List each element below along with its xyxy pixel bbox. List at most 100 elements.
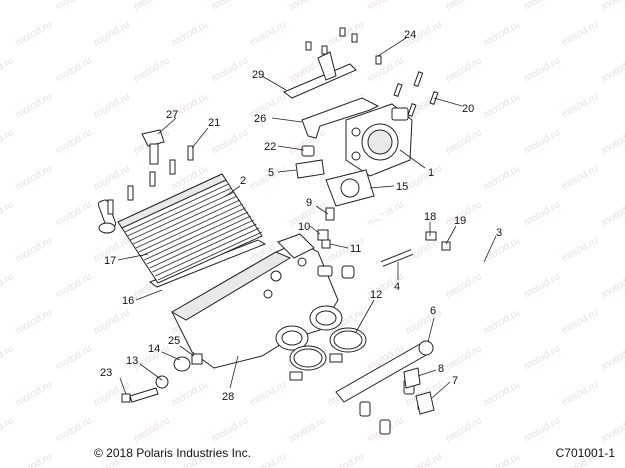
watermark-text: motod.ru (600, 343, 625, 372)
watermark-text: motod.ru (444, 55, 484, 84)
callout-3: 3 (496, 227, 502, 239)
intercooler-fin (157, 231, 263, 281)
intercooler-fin (146, 215, 252, 265)
part-bracket-26 (301, 97, 380, 139)
watermark-text: motod.ru (210, 415, 250, 444)
callout-18: 18 (424, 211, 436, 223)
watermark-text: motod.ru (210, 55, 250, 84)
callout-26: 26 (254, 113, 266, 125)
part-hose-clamps (289, 327, 367, 381)
callout-25: 25 (168, 335, 180, 347)
watermark-text: motod.ru (482, 235, 522, 264)
watermark-text: motod.ru (522, 415, 562, 444)
watermark-text: motod.ru (444, 127, 484, 156)
callout-23: 23 (100, 367, 112, 379)
part-bolts-20 (393, 71, 439, 117)
watermark-text: motod.ru (366, 55, 406, 84)
intercooler-fin (124, 183, 229, 233)
callout-1: 1 (428, 167, 434, 179)
callout-24: 24 (404, 29, 416, 41)
intercooler-fin (141, 207, 246, 257)
watermark-text: motod.ru (522, 55, 562, 84)
watermark-text: motod.ru (54, 55, 94, 84)
callout-16: 16 (122, 295, 134, 307)
part-sensor-5 (295, 159, 325, 179)
watermark-text: motod.ru (522, 0, 562, 13)
watermark-text: motod.ru (248, 19, 288, 48)
callout-20: 20 (462, 103, 474, 115)
part-intake-manifold (170, 233, 355, 369)
watermark-text: motod.ru (54, 415, 94, 444)
watermark-text: motod.ru (0, 127, 16, 156)
watermark-text: motod.ru (482, 307, 522, 336)
intercooler-fin (121, 179, 227, 229)
intercooler-fin (138, 203, 243, 253)
watermark-text: motod.ru (210, 0, 250, 13)
watermark-text: motod.ru (444, 343, 484, 372)
watermark-text: motod.ru (560, 307, 600, 336)
watermark-text: motod.ru (482, 163, 522, 192)
figure-id: C701001-1 (555, 446, 615, 460)
watermark-text: motod.ru (54, 127, 94, 156)
watermark-text: motod.ru (522, 127, 562, 156)
watermark-text: motod.ru (444, 271, 484, 300)
part-nut-25 (191, 353, 203, 365)
watermark-text: motod.ru (170, 19, 210, 48)
watermark-text: motod.ru (14, 235, 54, 264)
callout-28: 28 (222, 391, 234, 403)
watermark-text: motod.ru (0, 199, 16, 228)
part-fitting-19 (441, 241, 451, 251)
callout-15: 15 (396, 181, 408, 193)
part-washer-13 (155, 375, 169, 389)
callout-10: 10 (298, 221, 310, 233)
callout-11: 11 (350, 243, 361, 255)
part-fitting-10 (317, 229, 329, 241)
leader-lines (117, 37, 497, 399)
watermark-text: motod.ru (132, 415, 172, 444)
part-intercooler (97, 173, 263, 284)
watermark-text: motod.ru (14, 19, 54, 48)
watermark-text: motod.ru (600, 415, 625, 444)
watermark-text: motod.ru (482, 91, 522, 120)
watermark-text: motod.ru (54, 343, 94, 372)
watermark-text: motod.ru (54, 199, 94, 228)
intercooler-fin (127, 187, 232, 237)
watermark-text: motod.ru (210, 127, 250, 156)
watermark-text: motod.ru (560, 19, 600, 48)
callout-27: 27 (166, 109, 178, 121)
watermark-text: motod.ru (482, 19, 522, 48)
callout-17: 17 (104, 255, 116, 267)
callout-4: 4 (394, 281, 400, 293)
watermark-text: motod.ru (366, 0, 406, 13)
watermark-text: motod.ru (92, 19, 132, 48)
callout-21: 21 (208, 117, 220, 129)
part-fitting-18 (425, 231, 437, 241)
watermark-text: motod.ru (482, 451, 522, 468)
callout-29: 29 (252, 69, 264, 81)
watermark-text: motod.ru (600, 271, 625, 300)
callout-5: 5 (268, 167, 274, 179)
watermark-text: motod.ru (248, 451, 288, 468)
intercooler-fin (135, 199, 241, 249)
watermark-text: motod.ru (0, 415, 16, 444)
part-bolts-24 (305, 27, 382, 65)
intercooler-fin (130, 191, 235, 241)
watermark-text: motod.ru (14, 379, 54, 408)
watermark-text: motod.ru (560, 163, 600, 192)
copyright-notice: © 2018 Polaris Industries Inc. (94, 446, 251, 460)
watermark-text: motod.ru (288, 415, 328, 444)
watermark-text: motod.ru (444, 415, 484, 444)
watermark-text: motod.ru (404, 91, 444, 120)
watermark-text: motod.ru (560, 235, 600, 264)
watermark-text: motod.ru (560, 91, 600, 120)
callout-2: 2 (240, 175, 246, 187)
watermark-text: motod.ru (92, 163, 132, 192)
part-spacer-14 (173, 356, 191, 372)
watermark-text: motod.ru (132, 55, 172, 84)
watermark-text: motod.ru (132, 0, 172, 13)
watermark-text: motod.ru (522, 271, 562, 300)
watermark-text: motod.ru (326, 19, 366, 48)
callout-14: 14 (148, 343, 160, 355)
